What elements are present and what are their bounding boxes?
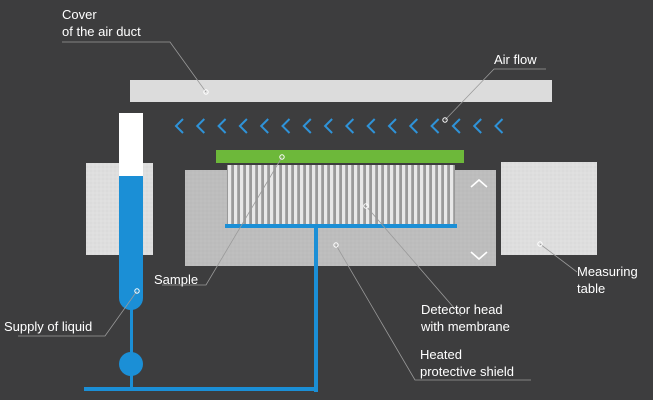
sample-strip <box>216 150 464 163</box>
measuring-table-label-line1: Measuring <box>577 264 638 279</box>
chevron-left-icon <box>366 118 376 134</box>
heated-shield-label-line2: protective shield <box>420 364 514 379</box>
chevron-left-icon <box>408 118 419 134</box>
air-flow-arrows <box>174 118 504 134</box>
supply-of-liquid-label: Supply of liquid <box>4 319 92 334</box>
chevron-left-icon <box>281 118 291 134</box>
chevron-left-icon <box>323 118 333 134</box>
measuring-table-label-line2: table <box>577 281 605 296</box>
measuring-table-right <box>501 162 597 255</box>
chevron-left-icon <box>387 118 397 134</box>
heated-shield-label-line1: Heated <box>420 347 462 362</box>
chevron-left-icon <box>217 118 227 134</box>
chevron-left-icon <box>259 118 269 134</box>
chevron-left-icon <box>430 118 440 134</box>
chevron-left-icon <box>344 118 355 134</box>
sample-label: Sample <box>154 272 198 287</box>
chevron-left-icon <box>494 118 504 134</box>
chevron-down-icon <box>470 251 488 261</box>
capillary-tube-liquid <box>119 176 143 310</box>
detector-head-label-line2: with membrane <box>420 319 510 334</box>
chevron-left-icon <box>451 118 461 134</box>
detector-head-label-line1: Detector head <box>421 302 503 317</box>
detector-head-membrane <box>227 165 455 224</box>
cover-label-line2: of the air duct <box>62 24 141 39</box>
capillary-tube-empty <box>119 113 143 176</box>
chevron-up-icon <box>470 178 488 188</box>
air-duct-cover <box>130 80 552 102</box>
chevron-left-icon <box>302 118 312 134</box>
chevron-left-icon <box>472 118 482 134</box>
chevron-left-icon <box>238 118 248 134</box>
liquid-tubing <box>84 224 457 392</box>
leader-dots <box>134 89 543 294</box>
chevron-left-icon <box>174 118 184 134</box>
cover-label-line1: Cover <box>62 7 97 22</box>
leader-lines <box>18 41 578 381</box>
chevron-left-icon <box>195 118 206 134</box>
air-flow-label: Air flow <box>494 52 537 67</box>
